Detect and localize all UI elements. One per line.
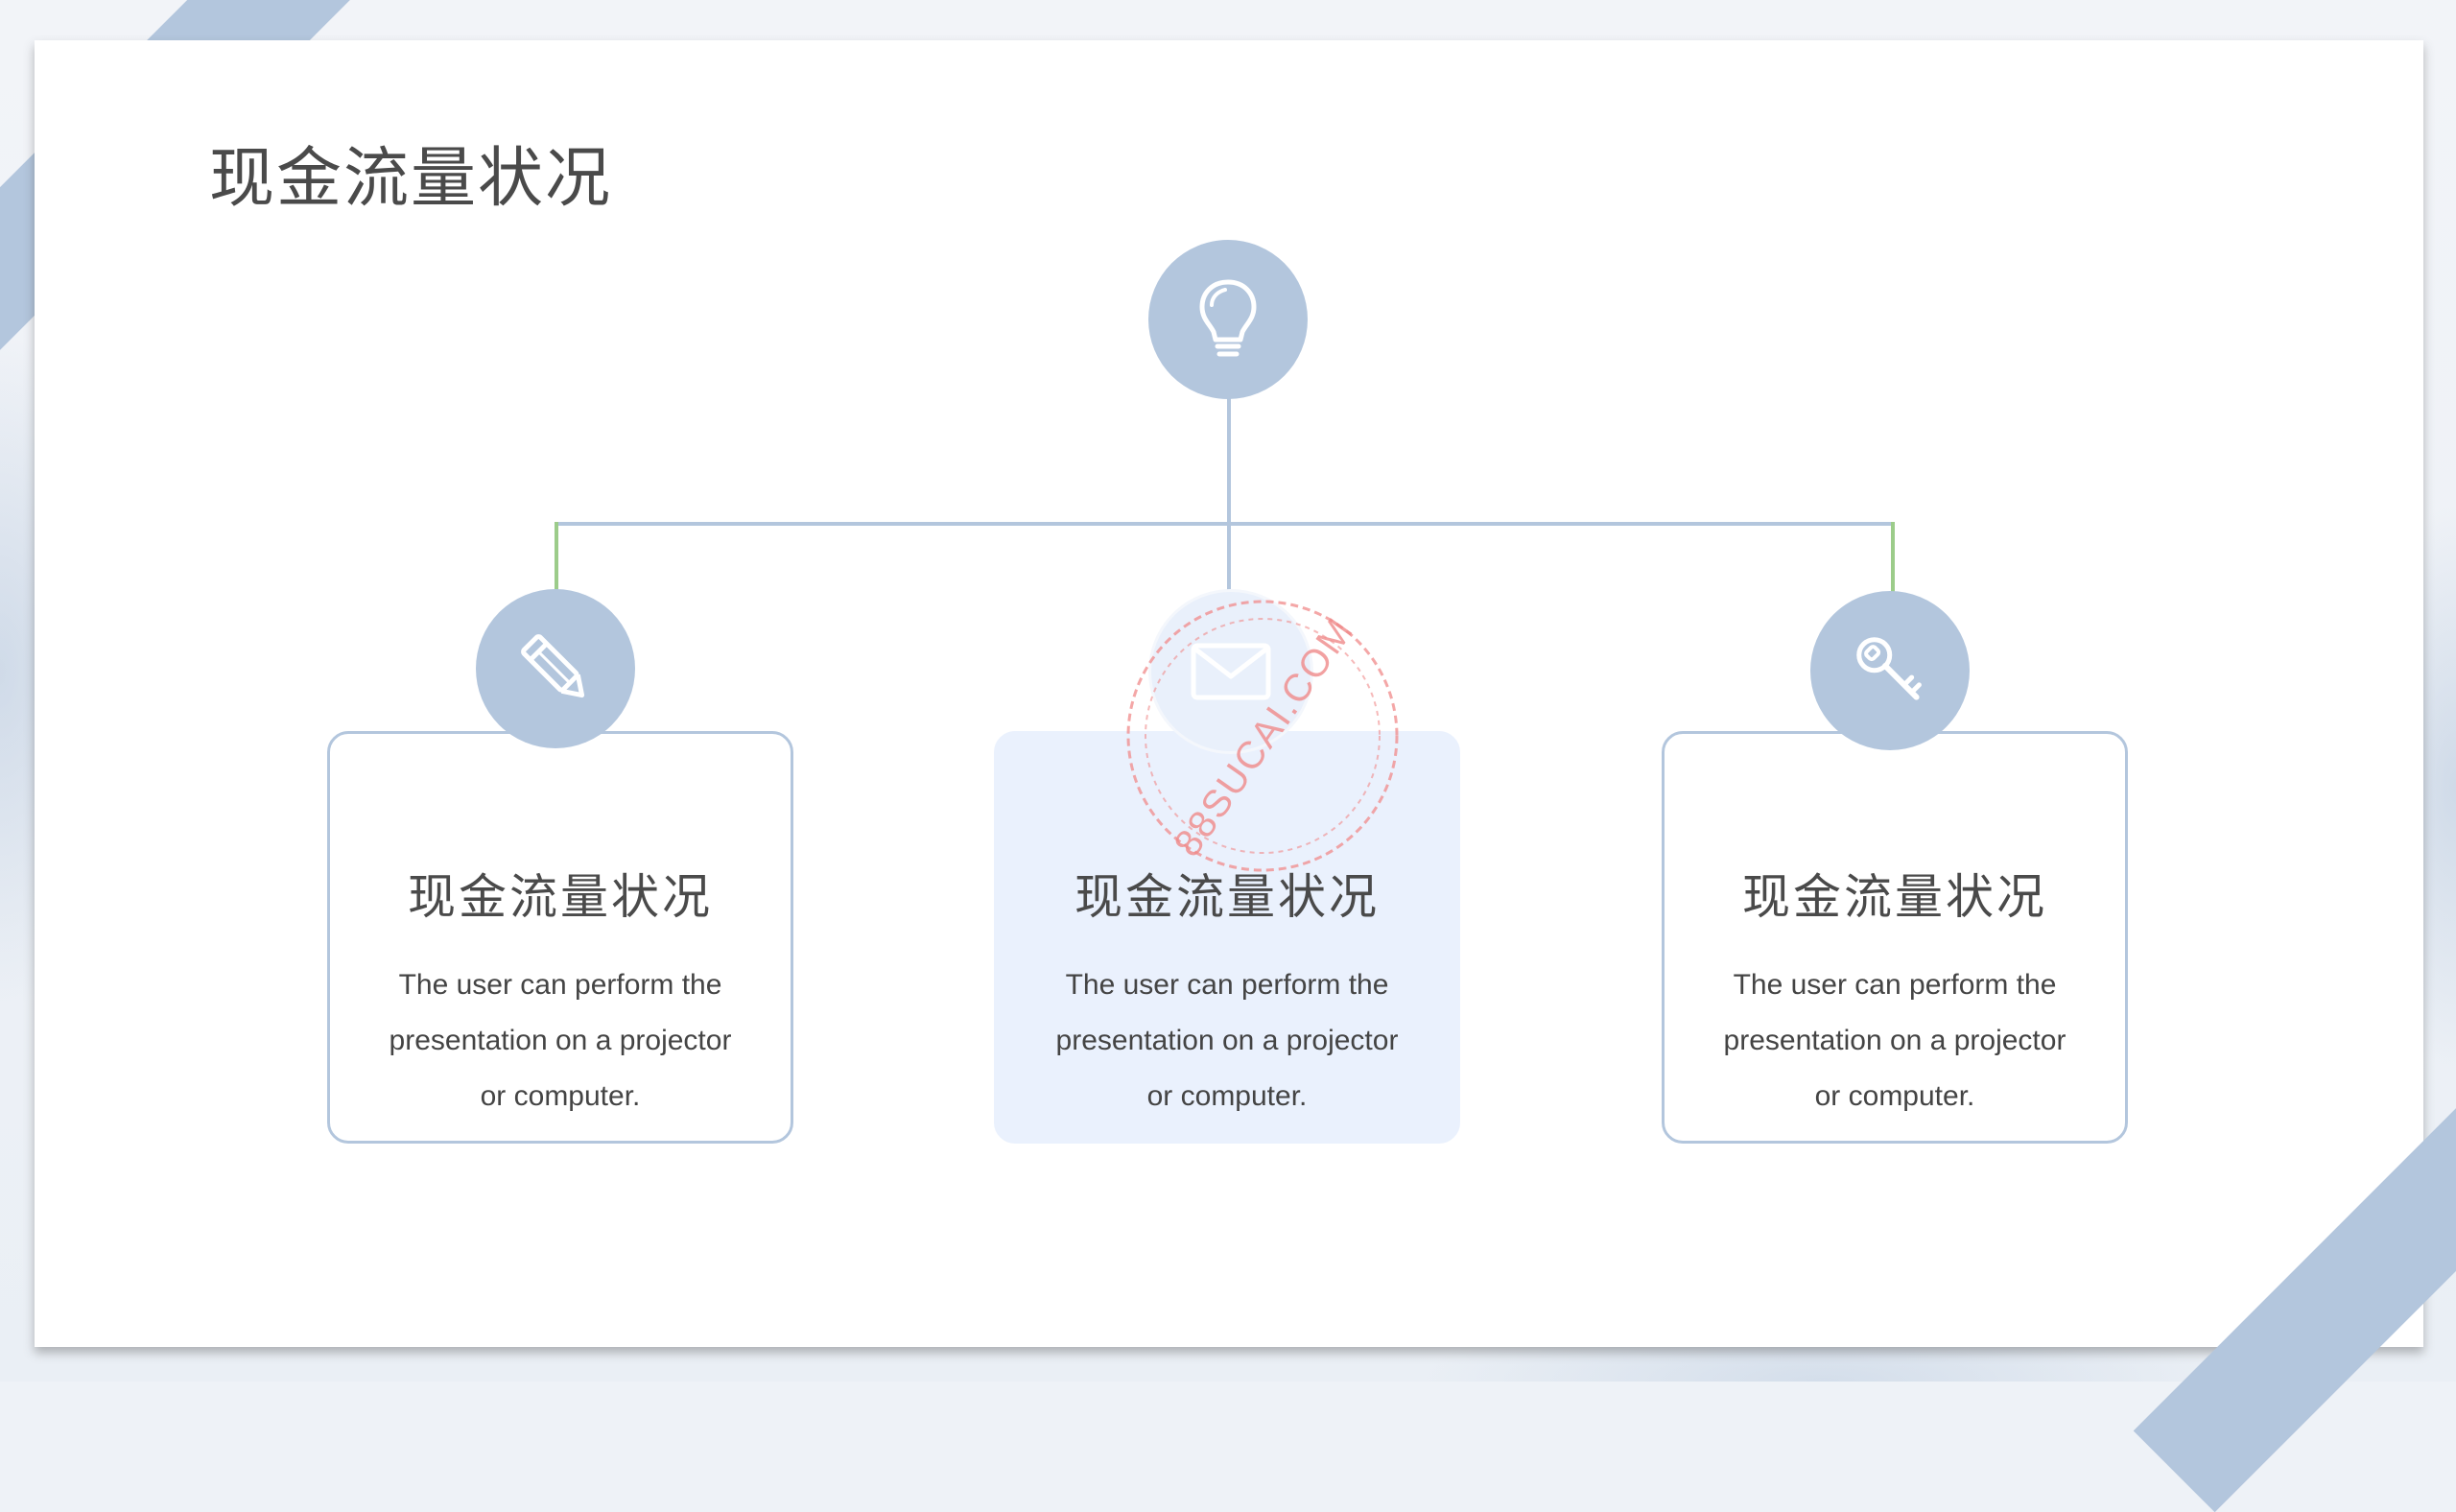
card-body-line: The user can perform the bbox=[398, 969, 722, 1001]
card-body-line: presentation on a projector bbox=[1723, 1025, 2066, 1056]
slide-canvas: 现金流量状况 现金流量状况 The user can perform the p… bbox=[35, 40, 2423, 1347]
card-2-circle bbox=[1148, 589, 1313, 754]
card-2: 现金流量状况 The user can perform the presenta… bbox=[994, 731, 1460, 1144]
card-body-line: The user can perform the bbox=[1733, 969, 2057, 1001]
card-3-circle bbox=[1810, 591, 1970, 750]
card-body-line: or computer. bbox=[1146, 1080, 1308, 1112]
card-body-line: or computer. bbox=[480, 1080, 641, 1112]
key-icon bbox=[1856, 637, 1922, 700]
card-body-line: presentation on a projector bbox=[389, 1025, 732, 1056]
card-title: 现金流量状况 bbox=[1742, 869, 2047, 925]
lightbulb-icon bbox=[1199, 279, 1257, 357]
connector-horizontal bbox=[555, 522, 1895, 526]
card-body-line: or computer. bbox=[1814, 1080, 1975, 1112]
page-title: 现金流量状况 bbox=[209, 141, 613, 217]
card-body: The user can perform the presentation on… bbox=[349, 957, 771, 1124]
envelope-icon bbox=[1191, 643, 1271, 700]
card-body-line: presentation on a projector bbox=[1055, 1025, 1399, 1056]
card-body: The user can perform the presentation on… bbox=[1684, 957, 2106, 1124]
card-1: 现金流量状况 The user can perform the presenta… bbox=[327, 731, 793, 1144]
top-circle bbox=[1148, 240, 1308, 399]
connector-right-drop bbox=[1891, 522, 1895, 595]
card-body: The user can perform the presentation on… bbox=[1016, 957, 1438, 1124]
pencil-icon bbox=[521, 634, 585, 698]
card-1-circle bbox=[476, 589, 635, 748]
card-title: 现金流量状况 bbox=[408, 869, 713, 925]
card-3: 现金流量状况 The user can perform the presenta… bbox=[1662, 731, 2128, 1144]
card-title: 现金流量状况 bbox=[1074, 869, 1380, 925]
connector-vertical-main bbox=[1227, 242, 1231, 633]
connector-left-drop bbox=[555, 522, 558, 593]
card-body-line: The user can perform the bbox=[1065, 969, 1389, 1001]
